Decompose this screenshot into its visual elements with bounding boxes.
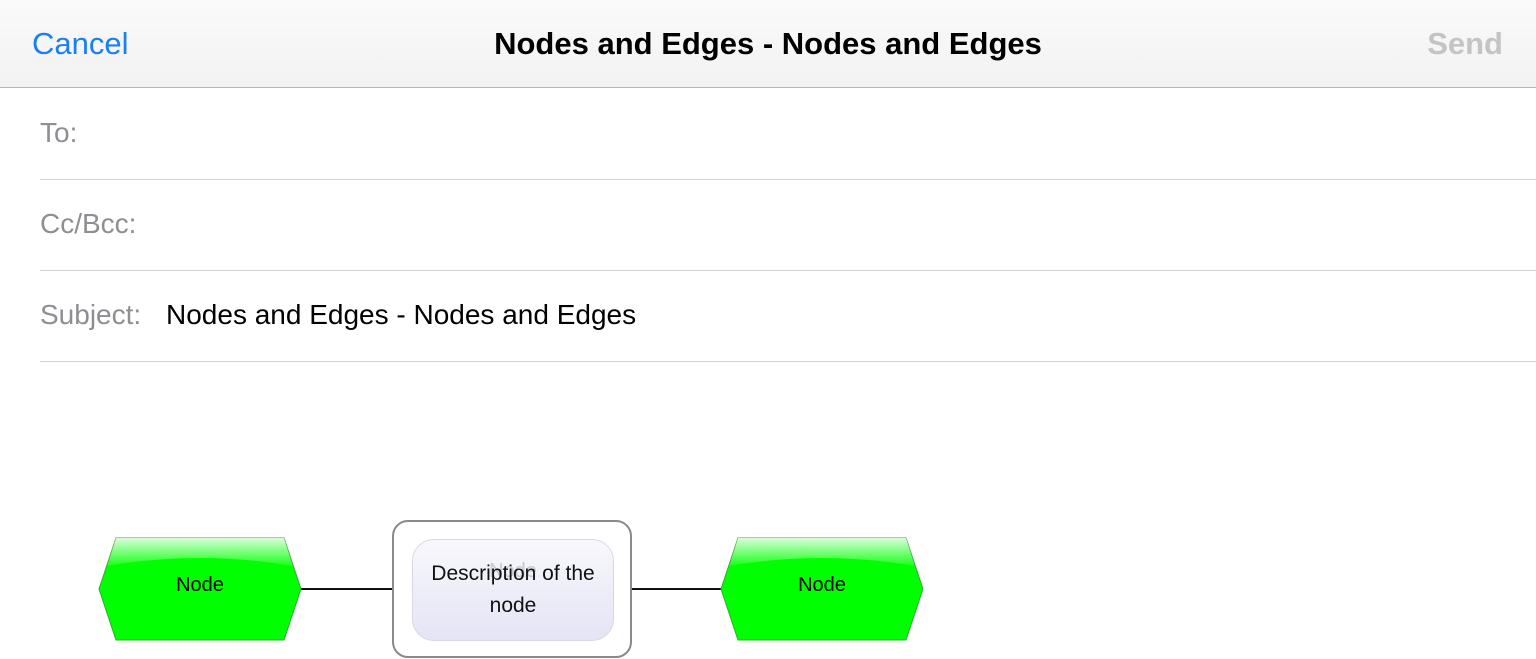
right-node-shape xyxy=(720,537,924,641)
left-node-label: Node xyxy=(176,574,224,596)
message-body-diagram[interactable]: Node Node Node Description of the node xyxy=(0,470,1000,659)
node-description-popover: Node Description of the node xyxy=(392,520,632,658)
send-button[interactable]: Send xyxy=(1427,26,1503,61)
right-node-label: Node xyxy=(798,574,846,596)
ccbcc-field-row[interactable]: Cc/Bcc: xyxy=(40,180,1536,271)
ccbcc-label: Cc/Bcc: xyxy=(40,208,137,239)
middle-node-shape: Node Description of the node xyxy=(412,539,614,641)
mail-compose-navbar: Cancel Nodes and Edges - Nodes and Edges… xyxy=(0,0,1536,88)
to-label: To: xyxy=(40,117,78,148)
subject-field-row[interactable]: Subject: xyxy=(40,271,1536,362)
compose-title: Nodes and Edges - Nodes and Edges xyxy=(494,26,1042,61)
diagram-graphic xyxy=(98,537,924,641)
left-node-shape xyxy=(98,537,302,641)
ccbcc-input[interactable] xyxy=(160,200,1520,248)
subject-input[interactable] xyxy=(166,291,1516,339)
subject-label: Subject: xyxy=(40,299,142,330)
node-description-text: Description of the node xyxy=(431,562,595,617)
middle-node-label: Node xyxy=(489,560,537,582)
to-input[interactable] xyxy=(100,109,1520,157)
to-field-row[interactable]: To: xyxy=(40,89,1536,180)
cancel-button[interactable]: Cancel xyxy=(32,26,129,61)
